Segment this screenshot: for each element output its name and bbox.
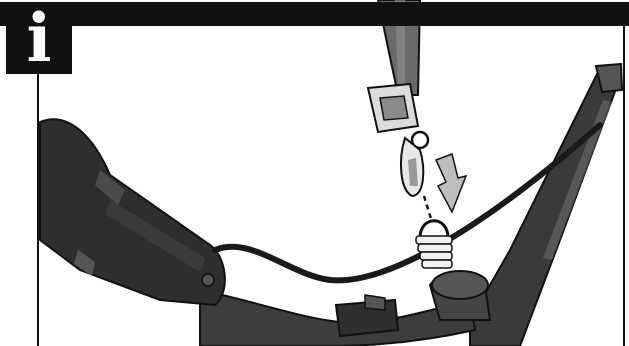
header-bar [0, 2, 629, 26]
shoulder-strap [368, 0, 428, 196]
guide-line [424, 196, 432, 222]
clamp [336, 295, 398, 336]
info-badge: i [6, 2, 72, 74]
mount-knob [430, 271, 490, 320]
frame-border-right [623, 20, 625, 346]
frame-border-left [37, 70, 39, 346]
info-icon: i [6, 2, 72, 74]
handle-grip [40, 119, 225, 305]
handle-upright [470, 64, 622, 346]
spring-hook [416, 221, 452, 268]
down-arrow-icon [436, 154, 466, 212]
